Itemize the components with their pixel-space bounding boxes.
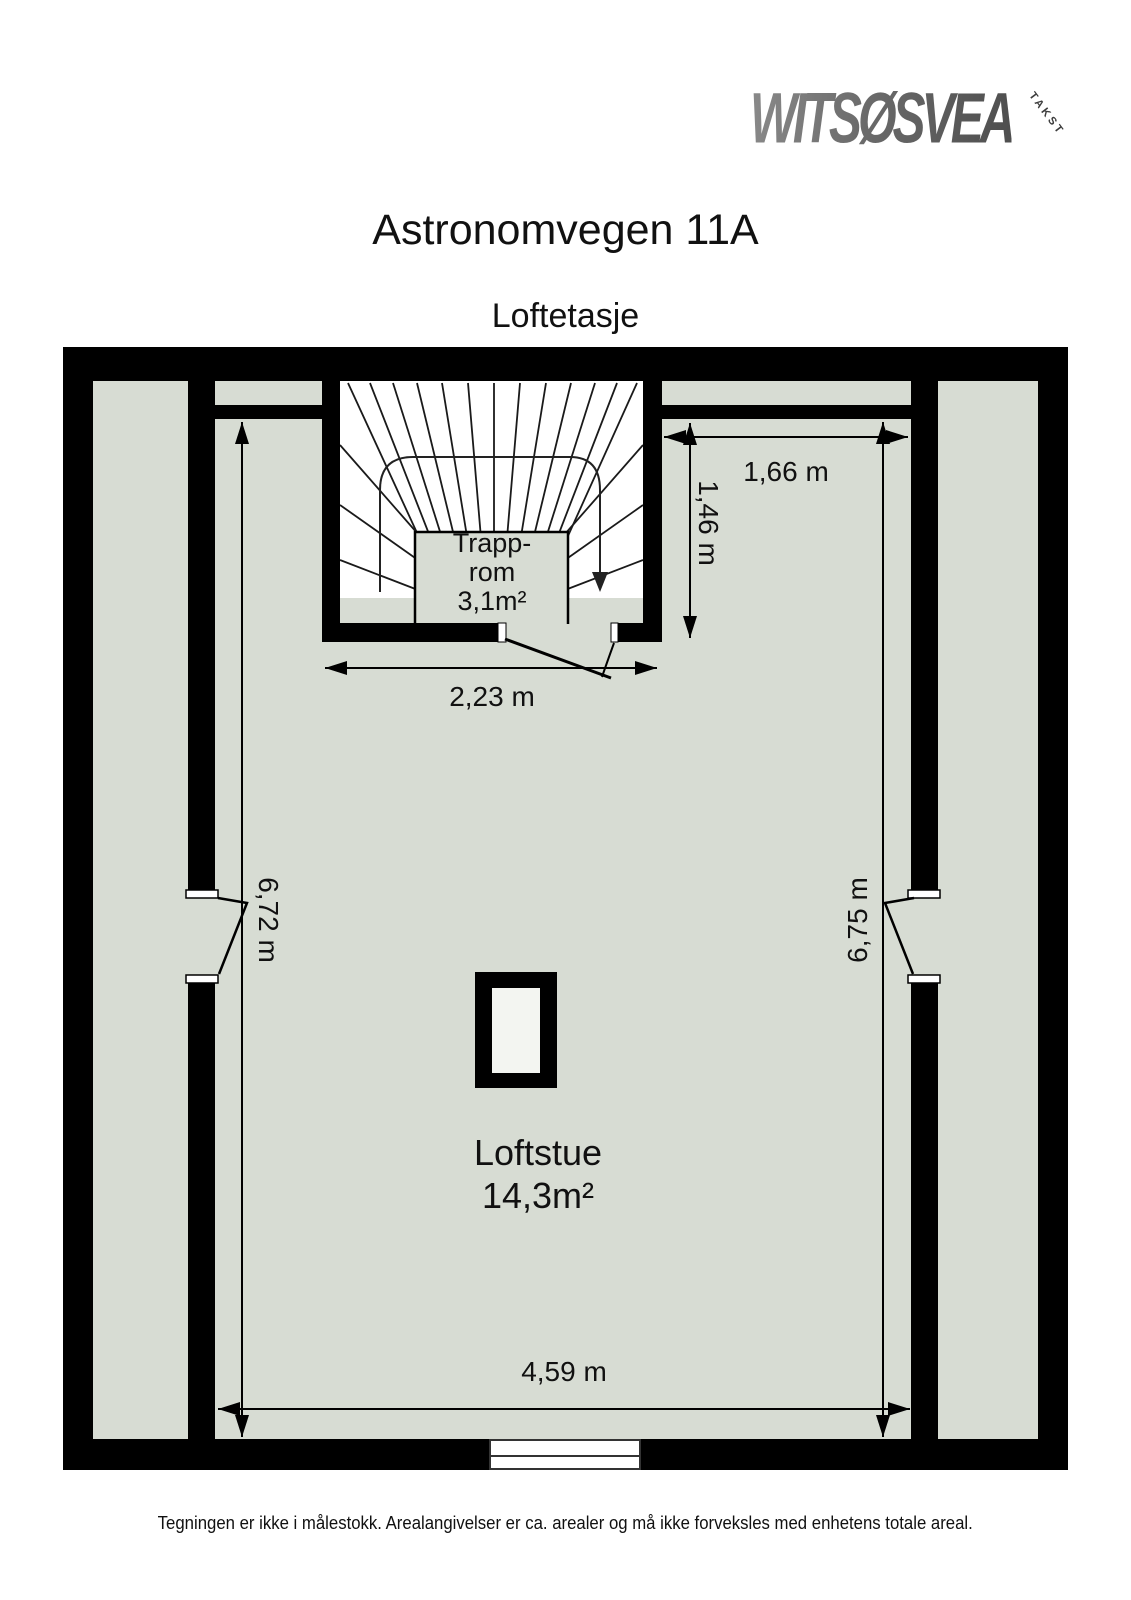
loft-living-room-label: Loftstue 14,3m² — [388, 1131, 688, 1217]
floor-title: Loftetasje — [491, 297, 640, 335]
dimension-label-upper-right-depth: 1,46 m — [693, 480, 724, 566]
stairwell-label: Trapp- rom 3,1m² — [392, 529, 592, 616]
stair-walkline — [379, 456, 608, 592]
stairwell-name-line1: Trapp- — [452, 528, 532, 558]
stairwell-room — [322, 381, 662, 680]
stairwell-area: 3,1m² — [457, 586, 527, 616]
dimension-label-room-height-right: 6,75 m — [842, 877, 873, 963]
stairwell-name-line2: rom — [468, 557, 516, 587]
brand-wordmark: WITSØSVEA — [750, 79, 1016, 159]
company-logo: WITSØSVEA TAKST — [750, 79, 1080, 176]
inner-walls — [185, 381, 941, 1440]
chimney — [475, 972, 557, 1088]
disclaimer-text: Tegningen er ikke i målestokk. Arealangi… — [157, 1513, 974, 1533]
dimension-label-room-height-left: 6,72 m — [253, 877, 284, 963]
dimension-label-upper-right-width: 1,66 m — [743, 456, 829, 487]
dimension-lines — [218, 422, 910, 1437]
window-bottom — [489, 1439, 641, 1470]
disclaimer: Tegningen er ikke i målestokk. Arealangi… — [0, 1513, 1131, 1534]
stairwell-walls — [322, 381, 662, 642]
stair-landing — [413, 530, 570, 624]
loft-living-room-name: Loftstue — [473, 1132, 603, 1173]
page-title: Astronomvegen 11A — [372, 206, 759, 254]
dimension-label-stairwell-width: 2,23 m — [449, 681, 535, 712]
loft-living-room-area: 14,3m² — [481, 1175, 595, 1216]
dimension-label-room-width-bottom: 4,59 m — [521, 1356, 607, 1387]
